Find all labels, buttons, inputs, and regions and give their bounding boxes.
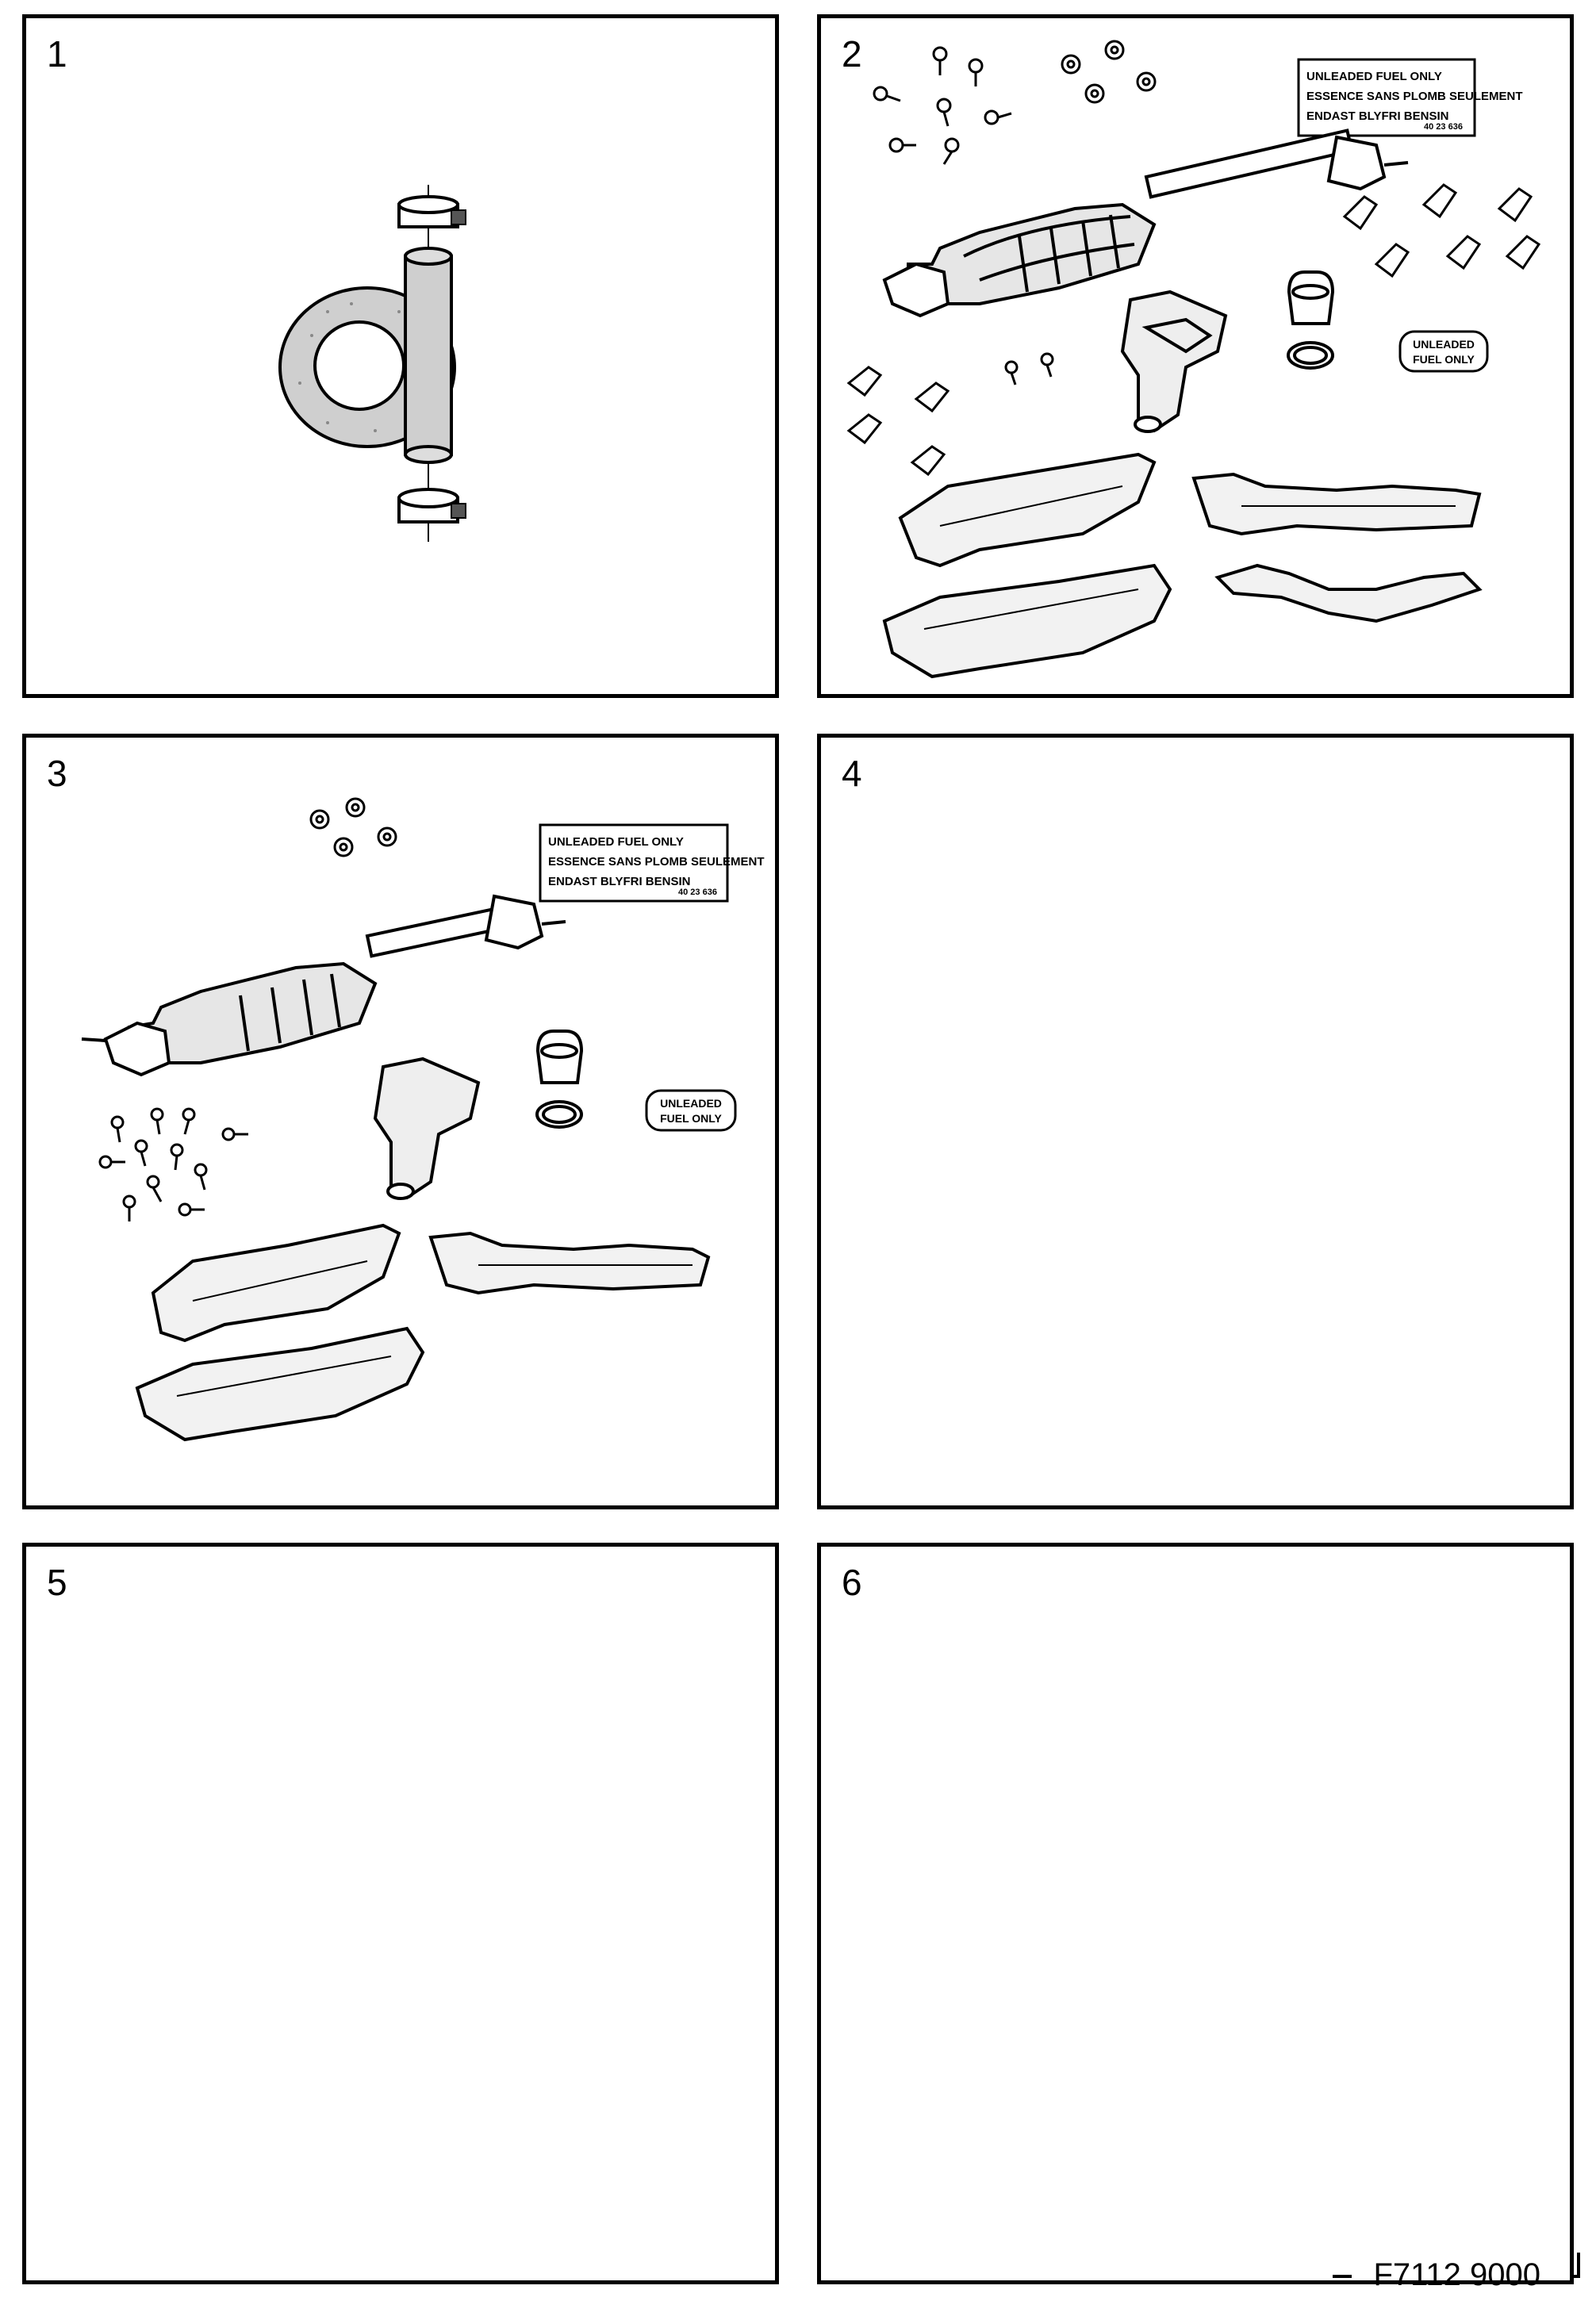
- panel-number: 6: [842, 1562, 862, 1603]
- decal-line-1: UNLEADED FUEL ONLY: [548, 835, 684, 849]
- corner-tick: [1571, 2275, 1580, 2278]
- rubber-hanger: [1287, 270, 1335, 370]
- unleaded-decal: UNLEADED FUEL ONLY ESSENCE SANS PLOMB SE…: [1297, 58, 1523, 137]
- catalytic-converter-kit-illustration: UNLEADED FUEL ONLY ESSENCE SANS PLOMB SE…: [846, 40, 1541, 679]
- tag-line-1: UNLEADED: [1413, 338, 1475, 351]
- decal-line-3: ENDAST BLYFRI BENSIN: [548, 875, 690, 888]
- panel-number: 2: [842, 33, 862, 75]
- pipe-coil-illustration: [278, 185, 466, 542]
- tag-line-2: FUEL ONLY: [1413, 353, 1475, 366]
- panel-6: 6: [817, 1543, 1574, 2284]
- panel-number: 1: [47, 33, 67, 75]
- heat-shields: [135, 1223, 711, 1442]
- decal-code: 40 23 636: [678, 888, 717, 897]
- decal-code: 40 23 636: [1424, 122, 1463, 132]
- panel-5: 5: [22, 1543, 779, 2284]
- bolts: [873, 46, 1012, 165]
- corner-bracket: [1577, 2253, 1580, 2278]
- footer-rule: [1333, 2275, 1352, 2278]
- top-clamp: [397, 195, 466, 228]
- catalytic-converter-kit-illustration: UNLEADED FUEL ONLY ESSENCE SANS PLOMB SE…: [81, 797, 765, 1442]
- heat-shields: [882, 452, 1483, 679]
- nuts: [309, 797, 397, 857]
- catalytic-converter: [882, 128, 1409, 318]
- decal-line-2: ESSENCE SANS PLOMB SEULEMENT: [1306, 90, 1523, 103]
- panel-4: 4: [817, 734, 1574, 1509]
- unleaded-decal: UNLEADED FUEL ONLY ESSENCE SANS PLOMB SE…: [539, 823, 765, 903]
- tag-line-2: FUEL ONLY: [660, 1112, 722, 1125]
- panel-2: 2 UNLEADED FUEL ONLY ESSENCE SANS PLOMB …: [817, 14, 1574, 698]
- panel-number: 3: [47, 753, 67, 794]
- unleaded-tag: UNLEADED FUEL ONLY: [1398, 330, 1489, 373]
- unleaded-tag: UNLEADED FUEL ONLY: [645, 1089, 737, 1132]
- decal-line-1: UNLEADED FUEL ONLY: [1306, 70, 1442, 83]
- bolts: [98, 1107, 248, 1221]
- panel-3: 3 UNLEADED FUEL ONLY ESSENCE SANS PLOMB …: [22, 734, 779, 1509]
- panel-number: 5: [47, 1562, 67, 1603]
- nuts: [1061, 40, 1157, 104]
- bottom-clamp: [397, 488, 466, 523]
- decal-line-2: ESSENCE SANS PLOMB SEULEMENT: [548, 855, 765, 869]
- catalytic-converter: [81, 894, 566, 1077]
- tag-line-1: UNLEADED: [660, 1097, 722, 1110]
- decal-line-3: ENDAST BLYFRI BENSIN: [1306, 109, 1448, 123]
- front-pipe-shield: [373, 1056, 481, 1200]
- figure-code: F7112 9000: [1373, 2257, 1540, 2292]
- panel-1: 1: [22, 14, 779, 698]
- mounting-brackets: [846, 183, 1541, 477]
- rubber-hanger: [535, 1030, 584, 1129]
- front-pipe-shield: [1120, 290, 1228, 433]
- straight-pipe: [404, 247, 453, 464]
- panel-number: 4: [842, 753, 862, 794]
